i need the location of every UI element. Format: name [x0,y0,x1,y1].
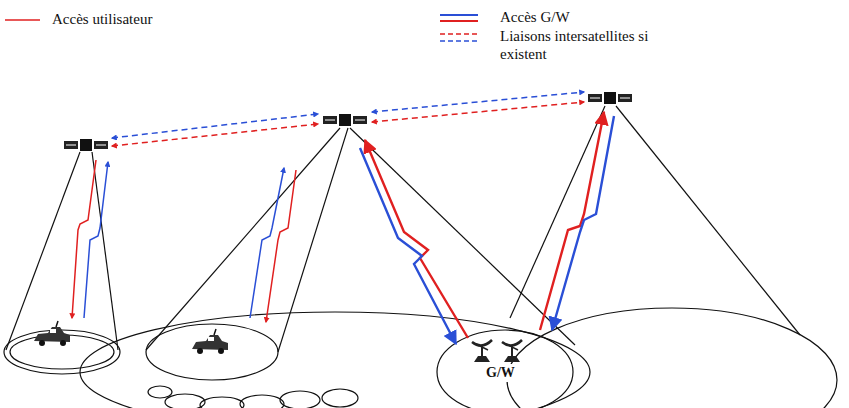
gateway-label: G/W [484,364,517,382]
gateway-links [360,112,614,344]
user-links [72,160,296,322]
legend-text: Accès G/W [500,8,570,26]
legend-text: Liaisons intersatellites si existent [500,27,675,63]
intersatellite-links [112,92,584,146]
coverage-areas [4,308,837,408]
terminals [34,321,522,362]
legend-text: Accès utilisateur [52,10,152,28]
beam-cones [6,106,800,352]
satellites [64,92,632,151]
